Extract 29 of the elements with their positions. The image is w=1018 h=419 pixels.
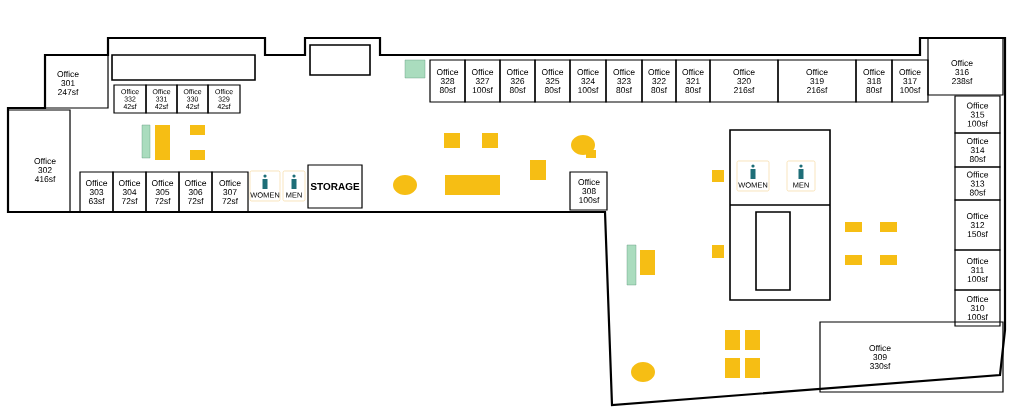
office-room: Office 321 80sf bbox=[675, 59, 711, 103]
office-room: Office 303 63sf bbox=[79, 171, 114, 213]
office-room: Office 324 100sf bbox=[569, 59, 607, 103]
office-room: Office 307 72sf bbox=[211, 171, 249, 213]
office-room: Office 325 80sf bbox=[534, 59, 571, 103]
office-room: Office 327 100sf bbox=[464, 59, 501, 103]
office-room: Office 305 72sf bbox=[145, 171, 180, 213]
office-room: Office 310 100sf bbox=[954, 289, 1001, 327]
office-room: Office 328 80sf bbox=[429, 59, 466, 103]
office-room: Office 317 100sf bbox=[891, 59, 929, 103]
office-room: Office 318 80sf bbox=[855, 59, 893, 103]
office-room: Office 313 80sf bbox=[954, 166, 1001, 201]
office-room: Office 319 216sf bbox=[777, 59, 857, 103]
office-room: Office 311 100sf bbox=[954, 249, 1001, 291]
office-room: Office 304 72sf bbox=[112, 171, 147, 213]
office-room: Office 302 416sf bbox=[7, 109, 71, 213]
office-room: STORAGE bbox=[307, 164, 363, 209]
office-room: Office 315 100sf bbox=[954, 95, 1001, 134]
office-room: Office 323 80sf bbox=[605, 59, 643, 103]
office-room: Office 312 150sf bbox=[954, 199, 1001, 251]
office-room: Office 316 238sf bbox=[927, 37, 1004, 96]
office-room: Office 314 80sf bbox=[954, 132, 1001, 168]
office-room: Office 308 100sf bbox=[569, 171, 608, 211]
office-room: Office 326 80sf bbox=[499, 59, 536, 103]
office-room: Office 320 216sf bbox=[709, 59, 779, 103]
office-room: Office 306 72sf bbox=[178, 171, 213, 213]
office-room: Office 309 330sf bbox=[819, 321, 1004, 393]
office-room: Office 301 247sf bbox=[44, 54, 109, 109]
office-room: Office 322 80sf bbox=[641, 59, 677, 103]
